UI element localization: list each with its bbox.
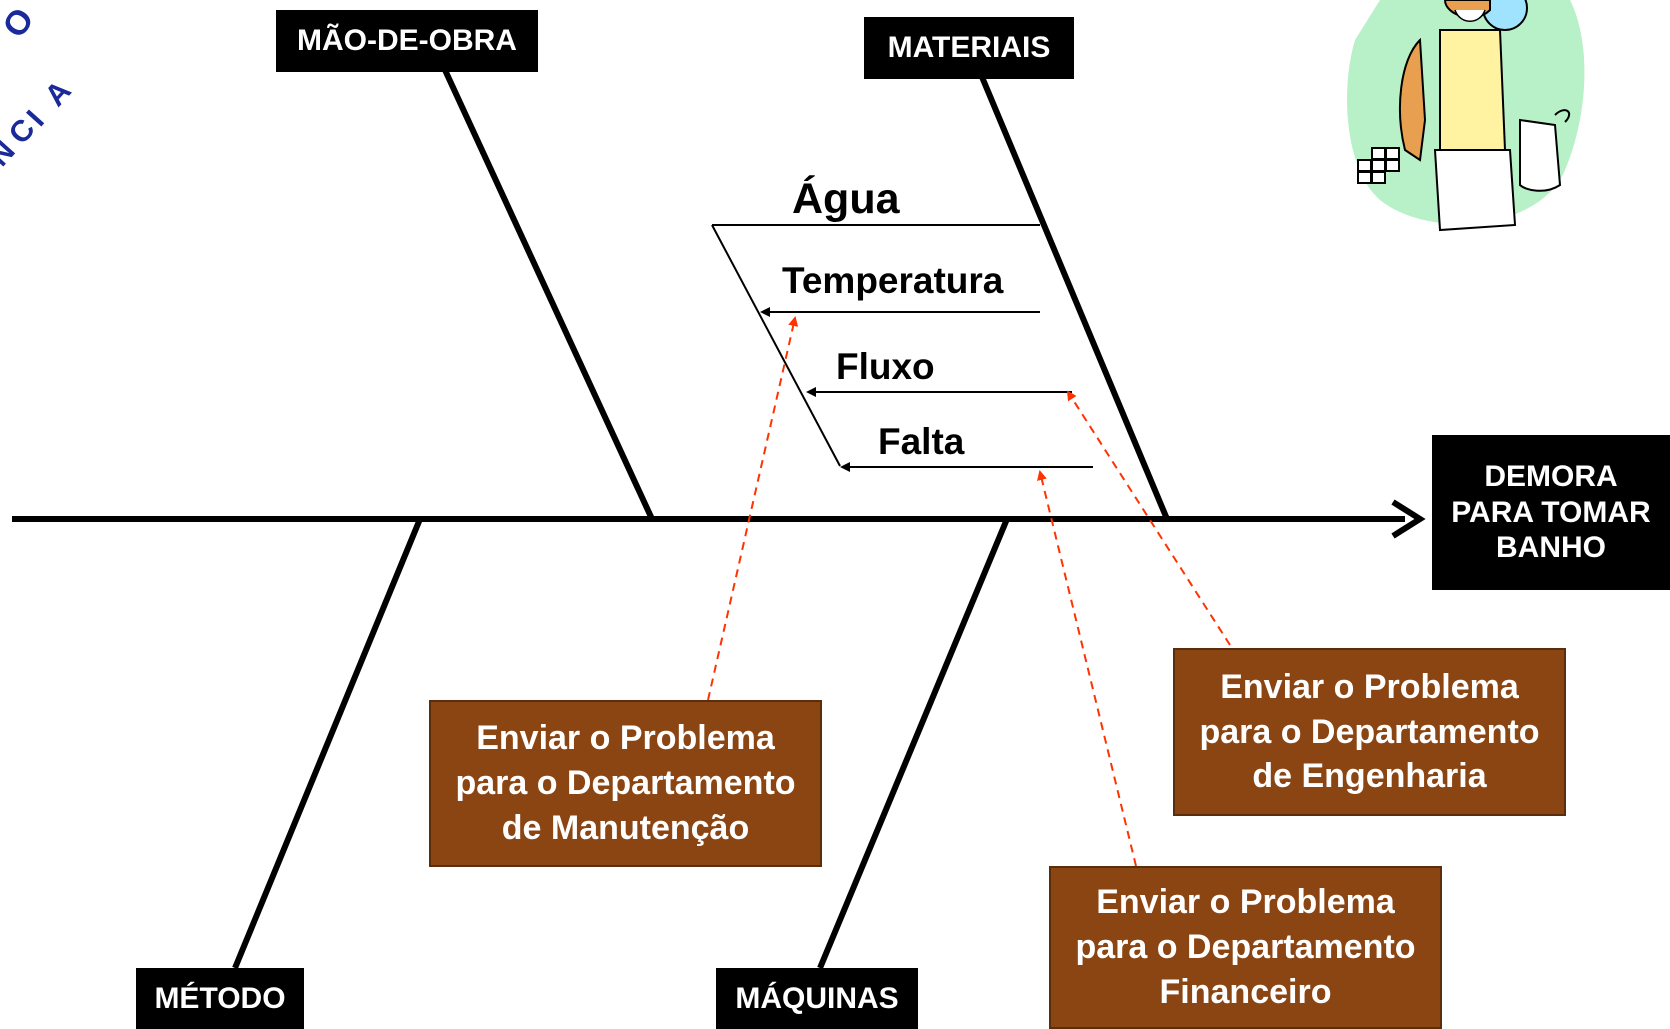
effect-line-3: BANHO bbox=[1496, 531, 1606, 565]
bone-mao-de-obra bbox=[442, 68, 655, 521]
effect-line-2: PARA TOMAR bbox=[1451, 495, 1651, 529]
cause-fluxo: Fluxo bbox=[836, 346, 935, 387]
effect-box: DEMORA PARA TOMAR BANHO bbox=[1432, 435, 1670, 590]
action-box-financeiro: Enviar o Problema para o Departamento Fi… bbox=[1049, 866, 1442, 1029]
effect-line-1: DEMORA bbox=[1484, 460, 1618, 494]
category-maquinas-label: MÁQUINAS bbox=[735, 981, 899, 1015]
action-manutencao-line-1: Enviar o Problema bbox=[476, 719, 775, 758]
agua-slant-line bbox=[711, 224, 841, 467]
action-manutencao-line-2: para o Departamento bbox=[455, 764, 796, 803]
category-maquinas: MÁQUINAS bbox=[716, 968, 918, 1029]
svg-text:A: A bbox=[39, 74, 78, 112]
category-mao-de-obra: MÃO-DE-OBRA bbox=[276, 10, 538, 72]
bone-metodo bbox=[232, 517, 423, 970]
dashed-arrow-manutencao bbox=[707, 316, 799, 701]
category-materiais: MATERIAIS bbox=[864, 17, 1074, 79]
action-box-engenharia: Enviar o Problema para o Departamento de… bbox=[1173, 648, 1566, 816]
action-engenharia-line-3: de Engenharia bbox=[1252, 757, 1487, 796]
bone-materiais bbox=[979, 75, 1170, 521]
cause-falta: Falta bbox=[878, 421, 965, 462]
spine-arrowhead bbox=[1391, 499, 1426, 539]
cause-temperatura: Temperatura bbox=[782, 260, 1004, 301]
action-manutencao-line-3: de Manutenção bbox=[501, 808, 750, 847]
action-financeiro-line-1: Enviar o Problema bbox=[1096, 883, 1395, 922]
dashed-arrow-financeiro bbox=[1037, 470, 1137, 867]
bone-maquinas bbox=[817, 517, 1010, 970]
action-engenharia-line-1: Enviar o Problema bbox=[1220, 667, 1519, 706]
category-metodo: MÉTODO bbox=[136, 968, 304, 1029]
man-shaving-icon bbox=[1347, 0, 1585, 232]
action-financeiro-line-2: para o Departamento bbox=[1075, 928, 1416, 967]
cause-agua: Água bbox=[792, 175, 900, 223]
category-materiais-label: MATERIAIS bbox=[887, 31, 1051, 65]
action-financeiro-line-3: Financeiro bbox=[1159, 972, 1332, 1011]
action-engenharia-line-2: para o Departamento bbox=[1199, 712, 1540, 751]
category-mao-de-obra-label: MÃO-DE-OBRA bbox=[297, 24, 517, 58]
category-metodo-label: MÉTODO bbox=[154, 981, 286, 1015]
action-box-manutencao: Enviar o Problema para o Departamento de… bbox=[429, 700, 822, 867]
watermark-fragment: O Ã A I C N bbox=[0, 0, 78, 173]
